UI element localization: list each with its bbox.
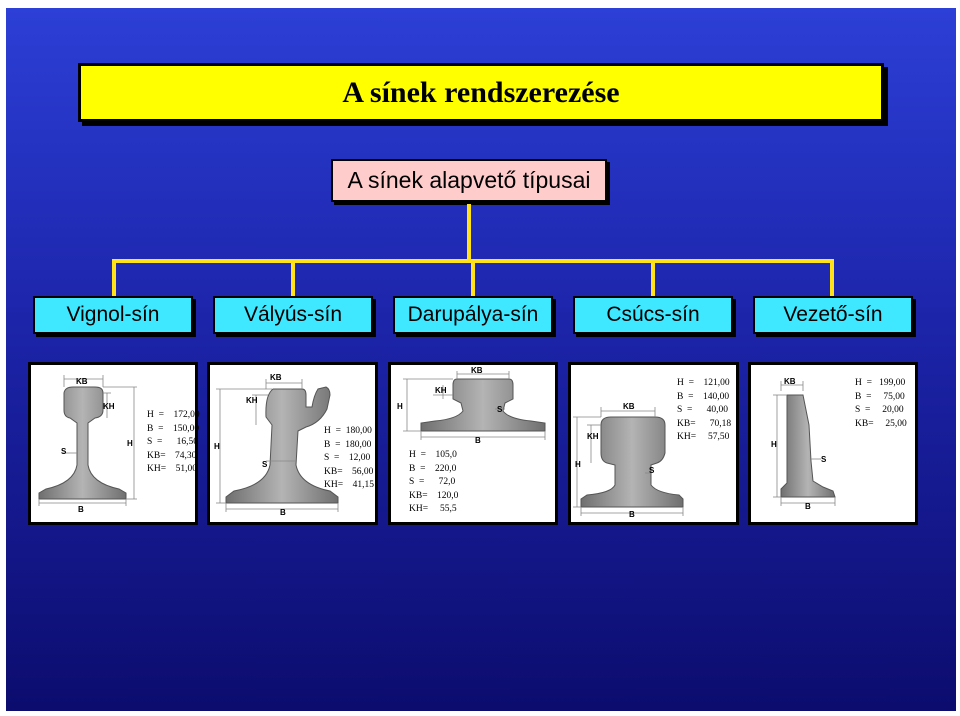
kb-label: KB <box>784 377 796 386</box>
profile-panel-vignol: KB KH H S B H = 172,00 B = 150,00 S = 16… <box>28 362 200 525</box>
kb-label: KB <box>471 366 483 375</box>
dim-b: B = 220,0 <box>409 463 457 474</box>
kh-label: KH <box>103 402 115 411</box>
type-box-vezeto: Vezető-sín <box>753 296 913 334</box>
connector-trunk <box>467 204 471 260</box>
dim-h: H = 172,00 <box>147 410 200 420</box>
type-box-csucs: Csúcs-sín <box>573 296 733 334</box>
vezeto-profile-drawing: KB H S B <box>771 377 836 511</box>
dim-s: S = 20,00 <box>855 405 904 416</box>
connector-drop <box>291 259 295 297</box>
slide-background <box>6 8 956 711</box>
subtitle-box: A sínek alapvető típusai <box>331 159 607 202</box>
s-label: S <box>649 466 655 475</box>
s-label: S <box>821 455 827 464</box>
profile-panel-vezeto: KB H S B H = 199,00 B = 75,00 S = 20,00 … <box>748 362 918 525</box>
type-box-vignol: Vignol-sín <box>33 296 193 334</box>
darupalya-profile-drawing: KB KH H S B <box>397 366 546 445</box>
connector-drop <box>651 259 655 297</box>
h-label: H <box>575 460 581 469</box>
dim-h: H = 180,00 <box>324 426 372 436</box>
dim-s: S = 12,00 <box>324 453 371 464</box>
b-label: B <box>805 502 811 511</box>
b-label: B <box>78 505 84 514</box>
kb-label: KB <box>270 373 282 382</box>
page-title: A sínek rendszerezése <box>342 75 620 109</box>
dim-kh: KH= 41,15 <box>324 480 374 491</box>
connector-drop <box>830 259 834 297</box>
dim-kh: KH= 55,5 <box>409 504 457 515</box>
dimension-table: H = 172,00 B = 150,00 S = 16,50 KB= 74,3… <box>147 409 200 477</box>
dim-b: B = 140,00 <box>677 391 730 402</box>
dim-kh: KH= 51,00 <box>147 464 197 475</box>
type-label: Csúcs-sín <box>606 303 700 326</box>
dim-kb: KB= 56,00 <box>324 466 374 477</box>
profile-panel-darupalya: KB KH H S B H = 105,0 B = 220,0 S = 72,0… <box>388 362 558 525</box>
type-box-darupalya: Darupálya-sín <box>393 296 553 334</box>
csucs-profile-drawing: KB KH H S B <box>573 402 684 519</box>
profile-panel-valyus: KB KH H S B H = 180,00 B = 180,00 S = 12… <box>207 362 378 525</box>
s-label: S <box>262 460 268 469</box>
type-label: Vezető-sín <box>783 303 883 326</box>
kb-label: KB <box>76 377 88 386</box>
dim-kb: KB= 74,30 <box>147 450 197 461</box>
s-label: S <box>61 447 67 456</box>
type-box-valyus: Vályús-sín <box>213 296 373 334</box>
dim-kh: KH= 57,50 <box>677 432 730 443</box>
h-label: H <box>771 440 777 449</box>
b-label: B <box>629 510 635 519</box>
type-label: Darupálya-sín <box>407 303 539 326</box>
connector-drop <box>112 259 116 297</box>
h-label: H <box>214 442 220 451</box>
title-box: A sínek rendszerezése <box>78 63 884 122</box>
dimension-table: H = 105,0 B = 220,0 S = 72,0 KB= 120,0 K… <box>409 449 458 517</box>
type-label: Vignol-sín <box>66 303 160 326</box>
dim-b: B = 75,00 <box>855 391 905 402</box>
valyus-profile-drawing: KB KH H S B <box>214 373 339 517</box>
dim-h: H = 199,00 <box>855 378 906 388</box>
subtitle: A sínek alapvető típusai <box>347 167 591 193</box>
connector-drop <box>471 259 475 297</box>
dim-kb: KB= 70,18 <box>677 418 732 429</box>
dim-h: H = 105,0 <box>409 450 457 460</box>
dim-s: S = 16,50 <box>147 437 199 448</box>
b-label: B <box>475 436 481 445</box>
dim-b: B = 150,00 <box>147 423 200 434</box>
b-label: B <box>280 508 286 517</box>
dim-kb: KB= 25,00 <box>855 418 907 429</box>
dimension-table: H = 121,00 B = 140,00 S = 40,00 KB= 70,1… <box>677 377 731 445</box>
dimension-table: H = 199,00 B = 75,00 S = 20,00 KB= 25,00 <box>855 377 907 431</box>
dim-b: B = 180,00 <box>324 439 372 450</box>
kh-label: KH <box>246 396 258 405</box>
h-label: H <box>127 439 133 448</box>
profile-panel-csucs: KB KH H S B H = 121,00 B = 140,00 S = 40… <box>568 362 739 525</box>
vignol-profile-drawing: KB KH H S B <box>38 375 137 514</box>
dim-kb: KB= 120,0 <box>409 490 459 501</box>
kh-label: KH <box>435 386 447 395</box>
kh-label: KH <box>587 432 599 441</box>
dim-s: S = 40,00 <box>677 405 729 416</box>
s-label: S <box>497 405 503 414</box>
dim-h: H = 121,00 <box>677 378 730 388</box>
dim-s: S = 72,0 <box>409 477 456 488</box>
h-label: H <box>397 402 403 411</box>
type-label: Vályús-sín <box>243 303 343 326</box>
dimension-table: H = 180,00 B = 180,00 S = 12,00 KB= 56,0… <box>324 425 374 493</box>
kb-label: KB <box>623 402 635 411</box>
